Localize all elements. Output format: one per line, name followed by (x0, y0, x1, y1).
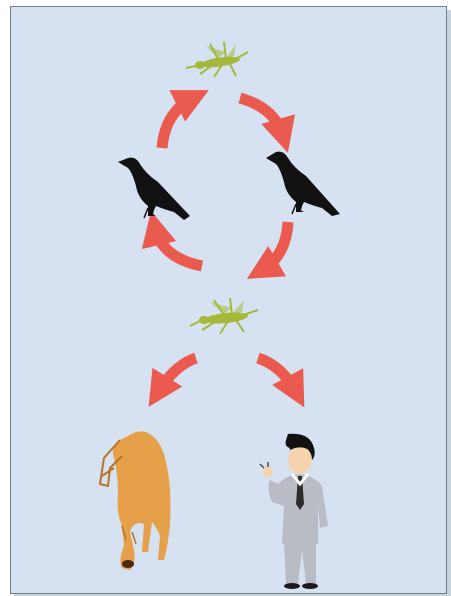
arrow-mosquito-top-to-crow-right (240, 98, 283, 136)
mosquito-top-icon (186, 42, 248, 77)
arrow-mosquito-middle-to-human (258, 358, 296, 392)
person-icon (260, 434, 328, 589)
mosquito-middle-icon (190, 298, 258, 334)
arrow-crow-right-to-mosquito-middle (262, 222, 288, 270)
crow-left-icon (118, 158, 190, 220)
crow-right-icon (266, 152, 340, 216)
arrow-crow-left-to-mosquito-top (162, 98, 193, 148)
horse-icon (100, 431, 171, 570)
arrow-mosquito-middle-to-crow-left (155, 228, 202, 266)
arrow-mosquito-middle-to-horse (158, 358, 196, 392)
arrows (155, 98, 296, 392)
